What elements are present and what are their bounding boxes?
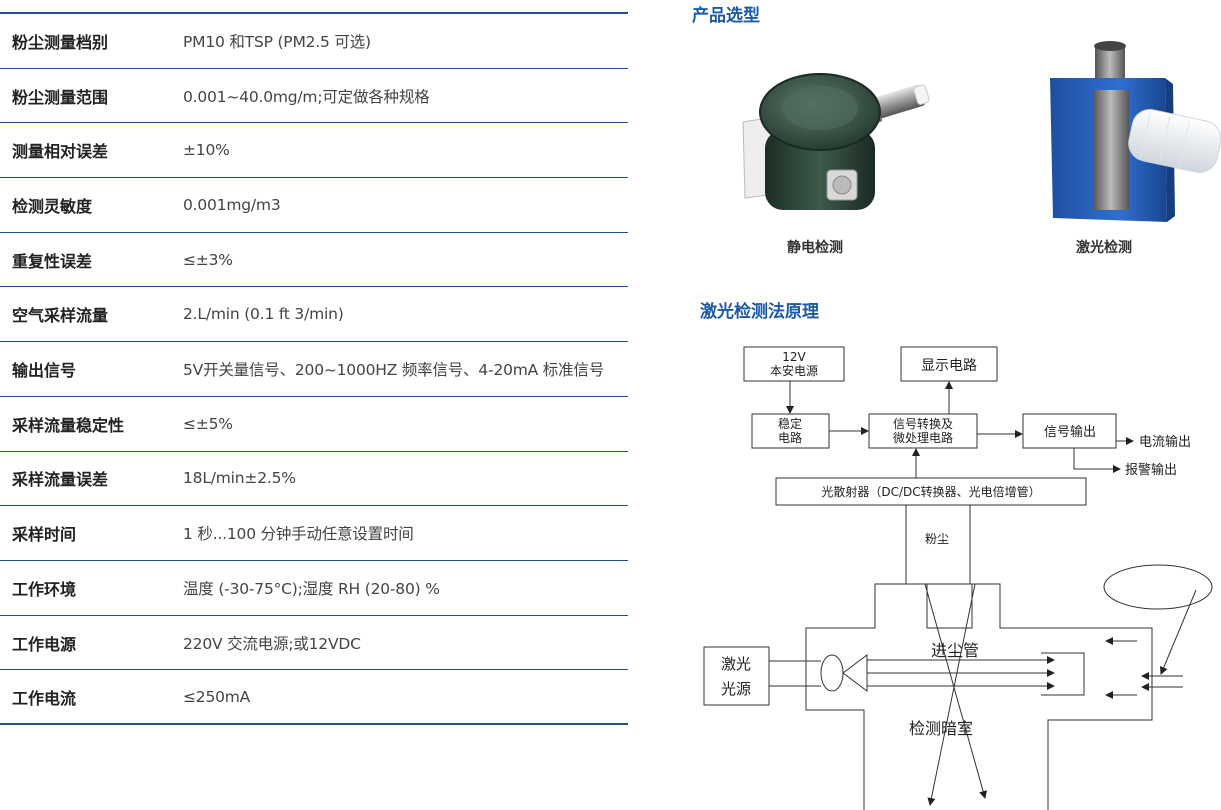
- spec-value: 0.001~40.0mg/m;可定做各种规格: [183, 87, 430, 106]
- product-caption-electrostatic: 静电检测: [787, 240, 843, 256]
- spec-label: 工作电流: [12, 688, 77, 708]
- spec-value: ≤±3%: [183, 250, 233, 269]
- spec-value: 温度 (-30-75°C);湿度 RH (20-80) %: [183, 579, 440, 598]
- spec-value: 220V 交流电源;或12VDC: [183, 634, 361, 653]
- table-row: 测量相对误差 ±10%: [0, 123, 628, 179]
- spec-value: 2.L/min (0.1 ft 3/min): [183, 305, 344, 324]
- stabilizer-box: [751, 413, 830, 449]
- spec-label: 空气采样流量: [12, 306, 109, 326]
- spec-value: ≤±5%: [183, 414, 233, 433]
- converter-box: [868, 413, 978, 449]
- spec-label: 测量相对误差: [12, 142, 109, 162]
- spec-label: 采样时间: [12, 525, 77, 545]
- converter-label-1: 信号转换及: [893, 416, 953, 431]
- laser-detector-image: [1050, 41, 1221, 222]
- laser-label-2: 光源: [721, 680, 751, 698]
- spec-label: 工作环境: [12, 579, 77, 599]
- laser-source-box: [703, 646, 770, 706]
- spec-label: 重复性误差: [12, 251, 93, 271]
- table-row: 重复性误差 ≤±3%: [0, 233, 628, 288]
- spec-label: 输出信号: [12, 361, 77, 381]
- spec-value: ±10%: [183, 141, 230, 160]
- power-box: [743, 346, 845, 382]
- table-row: 采样时间 1 秒...100 分钟手动任意设置时间: [0, 506, 628, 561]
- converter-label-2: 微处理电路: [893, 430, 953, 445]
- power-label-1: 12V: [782, 350, 806, 364]
- laser-principle-diagram: 12V 本安电源 显示电路 稳定 电路 信号转换及 微处理电路 信号输出 电流输…: [703, 346, 1213, 810]
- scatterer-box: [775, 477, 1087, 506]
- table-row: 工作电流 ≤250mA: [0, 670, 628, 726]
- spec-label: 检测灵敏度: [12, 196, 93, 216]
- table-row: 粉尘测量档别 PM10 和TSP (PM2.5 可选): [0, 14, 628, 69]
- alarm-output-label: 报警输出: [1125, 462, 1177, 478]
- current-output-label: 电流输出: [1139, 434, 1191, 450]
- electrostatic-detector-image: [742, 73, 930, 210]
- spec-label: 采样流量误差: [12, 470, 109, 490]
- table-row: 采样流量误差 18L/min±2.5%: [0, 452, 628, 507]
- spec-label: 粉尘测量档别: [12, 32, 109, 52]
- inlet-pipe-label: 进尘管: [931, 641, 979, 660]
- display-label: 显示电路: [921, 358, 977, 374]
- spec-label: 采样流量稳定性: [12, 415, 125, 435]
- stabilizer-label-2: 电路: [778, 430, 802, 445]
- scatterer-label: 光散射器（DC/DC转换器、光电倍增管）: [821, 484, 1040, 499]
- table-row: 检测灵敏度 0.001mg/m3: [0, 178, 628, 233]
- spec-value: 5V开关量信号、200~1000HZ 频率信号、4-20mA 标准信号: [183, 361, 604, 380]
- table-row: 采样流量稳定性 ≤±5%: [0, 397, 628, 452]
- spec-label: 工作电源: [12, 634, 77, 654]
- stabilizer-label-1: 稳定: [778, 416, 802, 431]
- dark-room-label: 检测暗室: [909, 719, 973, 738]
- table-row: 工作电源 220V 交流电源;或12VDC: [0, 616, 628, 671]
- laser-label-1: 激光: [721, 655, 751, 673]
- table-row: 粉尘测量范围 0.001~40.0mg/m;可定做各种规格: [0, 69, 628, 124]
- spec-value: ≤250mA: [183, 687, 251, 706]
- spec-value: 18L/min±2.5%: [183, 469, 296, 488]
- power-label-2: 本安电源: [770, 363, 818, 378]
- spec-value: 1 秒...100 分钟手动任意设置时间: [183, 525, 414, 544]
- product-caption-laser: 激光检测: [1076, 240, 1132, 256]
- table-row: 工作环境 温度 (-30-75°C);湿度 RH (20-80) %: [0, 561, 628, 616]
- spec-label: 粉尘测量范围: [12, 87, 109, 107]
- spec-value: PM10 和TSP (PM2.5 可选): [183, 32, 371, 51]
- table-row: 输出信号 5V开关量信号、200~1000HZ 频率信号、4-20mA 标准信号: [0, 342, 628, 397]
- principle-title: 激光检测法原理: [700, 302, 819, 322]
- table-top-rule: [0, 12, 628, 14]
- signal-output-box: [1022, 413, 1117, 449]
- dust-label: 粉尘: [925, 532, 949, 546]
- table-row: 空气采样流量 2.L/min (0.1 ft 3/min): [0, 288, 628, 343]
- signal-output-label: 信号输出: [1044, 424, 1096, 440]
- spec-value: 0.001mg/m3: [183, 195, 281, 214]
- product-selection-title: 产品选型: [692, 6, 760, 26]
